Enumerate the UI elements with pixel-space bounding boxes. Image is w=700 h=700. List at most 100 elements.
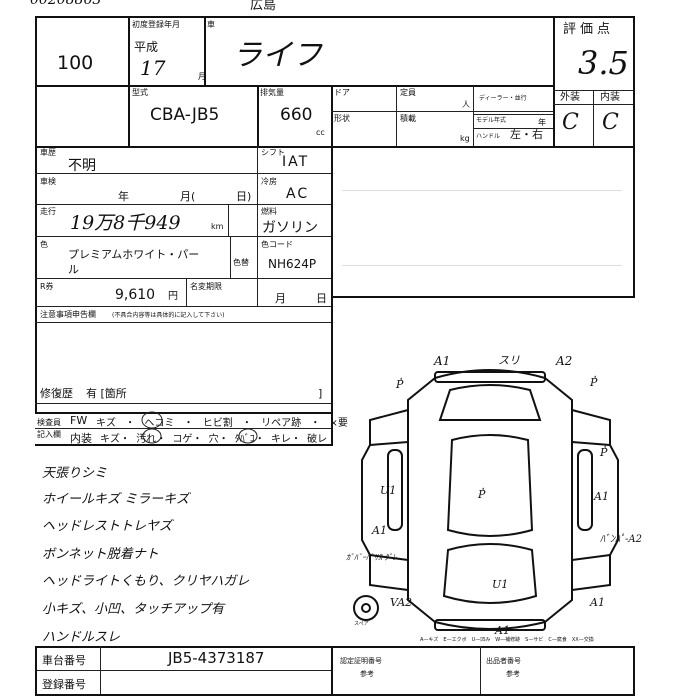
ac-value: AC [286, 186, 310, 202]
model-code: CBA-JB5 [150, 105, 220, 125]
model-label: 型式 [132, 88, 148, 97]
equipment-row2-item: 穴 [208, 434, 219, 445]
history-value: 不明 [68, 158, 96, 174]
equipment-row1-label: FW [70, 414, 88, 427]
fuel-value: ガソリン [262, 220, 318, 236]
inspection-month: 月( [180, 190, 196, 203]
inspection-day: 日) [236, 190, 252, 203]
fuel-label: 燃料 [261, 207, 277, 216]
remarks-sub: (不具合内容等は具体的に記入して下さい) [112, 312, 225, 319]
equipment-row2: キズ・ 汚れ・ コゲ・ 穴・ ﾀﾊﾞｺ・ キレ・ 破レ [100, 434, 328, 445]
exterior-grade: C [562, 110, 579, 135]
diagram-mark: A1 [372, 524, 387, 537]
shift-label: シフト [261, 148, 285, 157]
loading-unit: kg [460, 134, 470, 143]
mileage-unit: km [211, 222, 224, 231]
handle-value: 左・右 [510, 128, 543, 141]
release-label: 出品者番号 [486, 657, 521, 665]
recycle-label: R券 [40, 282, 54, 291]
chassis-label: 車台番号 [42, 654, 86, 667]
diagram-mark: ｶﾞﾊﾞｰﾊﾟﾘｽ ﾀﾞﾚ [346, 553, 397, 562]
first-registration-era: 平成 [134, 40, 159, 54]
repair-label: 修復歴 [40, 387, 73, 400]
equipment-row2-item: 破レ [307, 434, 328, 445]
car-damage-diagram [353, 369, 619, 631]
first-registration-month-unit: 月 [198, 72, 206, 81]
equipment-row2-label: 内装 [70, 432, 92, 445]
exterior-grade-label: 外装 [560, 92, 580, 103]
repair-value: 有 [箇所 [86, 387, 127, 400]
equipment-row1-item: ヒビ割 [202, 418, 233, 429]
diagram-mark: Ṗ̇ [590, 376, 598, 389]
lot-number: 100 [57, 52, 94, 74]
diagram-mark: A1 [594, 490, 609, 503]
remarks-label: 注意事項申告欄 [40, 310, 96, 319]
repair-close: ] [318, 387, 323, 400]
displacement-unit: cc [316, 128, 325, 137]
color-label: 色 [40, 240, 48, 249]
dealer-label: ディーラー・並行 [479, 95, 527, 102]
diagram-mark: A1 [590, 596, 605, 609]
reference-label-right: 参考 [506, 670, 520, 678]
history-label: 車歴 [40, 148, 56, 157]
color-value-line2: ル [68, 263, 79, 276]
diagram-mark: Ṗ̇ [396, 378, 404, 391]
displacement-value: 660 [280, 105, 313, 125]
model-year-unit: 年 [538, 118, 546, 127]
handwritten-note: ヘッドレストトレヤズ [42, 519, 173, 534]
recycle-value: 9,610 [115, 287, 156, 303]
first-registration-label: 初度登録年月 [132, 20, 180, 29]
diagram-mark: VA2 [390, 596, 413, 609]
stock-number: 00208863 [30, 0, 102, 8]
shift-value: IAT [282, 154, 310, 170]
diagram-mark: A1 [434, 354, 451, 368]
interior-grade-label: 内装 [600, 92, 620, 103]
ac-label: 冷房 [261, 177, 277, 186]
inspector-label-line1: 検査員 [37, 418, 61, 427]
name-change-label: 名変期限 [190, 282, 222, 291]
score-label: 評価点 [563, 22, 615, 37]
equipment-row1-item: ×要 [329, 418, 348, 429]
inspector-label-line2: 記入欄 [37, 430, 61, 439]
car-name-label: 車 [207, 20, 215, 29]
name-change-month: 月 [275, 292, 286, 305]
diagram-legend: A—キズ E—エクボ U—凹み W—補修跡 S—サビ C—腐食 XX—交換 [420, 637, 594, 643]
first-registration-year: 17 [140, 56, 166, 80]
equipment-row2-item: 汚れ [136, 434, 157, 445]
shape-label: 形状 [334, 114, 350, 123]
equipment-row2-item: コゲ [172, 434, 193, 445]
handwritten-note: ホイールキズ ミラーキズ [42, 492, 190, 507]
diagram-mark: A2 [556, 354, 573, 368]
diagram-mark: ﾊﾞﾝﾊﾟ-A2 [600, 534, 642, 545]
chassis-number: JB5-4373187 [168, 649, 265, 667]
diagram-mark: Ṗ̇ [600, 446, 608, 459]
mileage-label: 走行 [40, 207, 56, 216]
capacity-unit: 人 [462, 100, 470, 109]
reference-label: 参考 [360, 670, 374, 678]
handwritten-note: ボンネット脱着ナト [42, 547, 159, 562]
color-code-value: NH624P [268, 257, 317, 271]
score-value: 3.5 [578, 44, 629, 82]
equipment-row2-item: ﾀﾊﾞｺ [234, 434, 255, 445]
seal-label: 認定証明番号 [340, 657, 382, 665]
handwritten-note: 小キズ、小凹、タッチアップ有 [42, 602, 225, 617]
equipment-row2-item: キレ [270, 434, 291, 445]
equipment-row1: キズ ・ ヘコミ ・ ヒビ割 ・ リペア跡 ・ ×要 [96, 418, 348, 429]
mileage-value: 19万8千949 [70, 212, 181, 234]
diagram-mark: U1 [380, 484, 397, 497]
color-change-label: 色替 [233, 258, 249, 267]
equipment-row1-item: ヘコミ [144, 418, 175, 429]
color-code-label: 色コード [261, 240, 293, 249]
recycle-unit: 円 [168, 291, 178, 302]
car-name: ライフ [232, 38, 322, 73]
equipment-row2-item: キズ [100, 434, 120, 445]
capacity-label: 定員 [400, 88, 416, 97]
equipment-row1-item: リペア跡 [261, 418, 302, 429]
diagram-spare-label: スペア [354, 621, 369, 627]
loading-label: 積載 [400, 114, 416, 123]
auction-site: 広島 [250, 0, 277, 13]
color-value-line1: プレミアムホワイト・パー [68, 248, 200, 261]
doors-label: ドア [334, 88, 350, 97]
handwritten-note: ハンドルスレ [42, 630, 121, 645]
